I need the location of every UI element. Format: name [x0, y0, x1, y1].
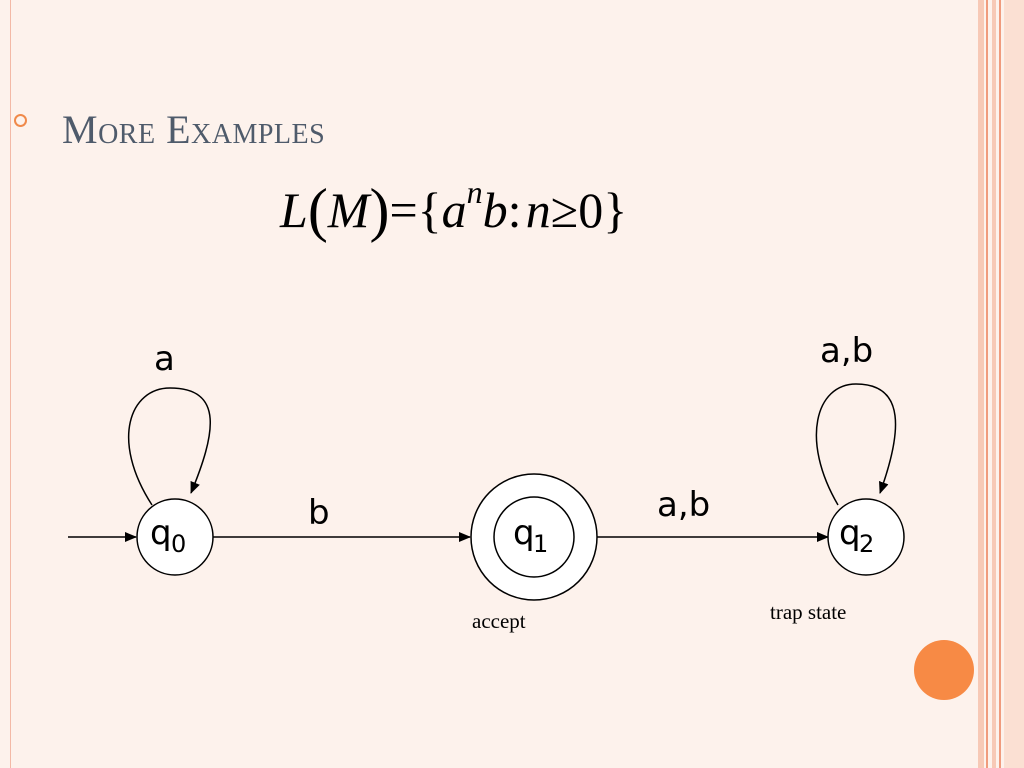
transition-q2-self-loop: [815, 383, 897, 506]
state-q1-label: q: [513, 513, 535, 553]
formula-base-a: a: [441, 182, 467, 238]
left-border-line: [10, 0, 11, 768]
right-border-stripe: [1004, 0, 1024, 768]
state-q2-caption: trap state: [770, 600, 846, 624]
formula-bound: 0: [578, 182, 604, 238]
state-q0-subscript: 0: [171, 530, 186, 558]
formula-equals: =: [389, 182, 418, 238]
formula-variable: n: [525, 182, 551, 238]
right-border-stripe: [999, 0, 1001, 768]
formula-exponent: n: [466, 174, 483, 210]
formula-colon: :: [507, 182, 522, 238]
right-border-stripe: [992, 0, 996, 768]
formula-relation: ≥: [550, 182, 579, 238]
state-q1-subscript: 1: [533, 530, 548, 558]
transition-q0-self-loop: [128, 387, 212, 506]
state-q1-caption: accept: [472, 609, 526, 633]
transition-q2-self-label: a,b: [820, 331, 873, 371]
transition-q1-q2-label: a,b: [657, 485, 710, 525]
transition-q0-self-label: a: [154, 339, 175, 379]
formula-paren: (: [307, 177, 328, 243]
formula-function: L: [280, 182, 308, 238]
state-q2-subscript: 2: [859, 530, 874, 558]
formula-base-b: b: [482, 182, 508, 238]
state-q1-inner-circle: [493, 496, 575, 578]
transition-q0-q1-label: b: [308, 493, 330, 533]
right-border-stripe: [986, 0, 988, 768]
formula-paren: ): [369, 177, 390, 243]
formula-close-brace: }: [603, 182, 628, 238]
decorative-orange-dot: [914, 640, 974, 700]
state-q2-label: q: [839, 513, 861, 553]
formula-open-brace: {: [417, 182, 442, 238]
language-formula: L(M)={anb: n≥0}: [280, 176, 628, 243]
title-bullet-icon: [14, 114, 27, 127]
state-q0-label: q: [150, 513, 172, 553]
state-q2-circle: [827, 498, 905, 576]
slide-title: More Examples: [62, 107, 326, 152]
formula-argument: M: [327, 182, 370, 238]
right-border-stripe: [978, 0, 984, 768]
